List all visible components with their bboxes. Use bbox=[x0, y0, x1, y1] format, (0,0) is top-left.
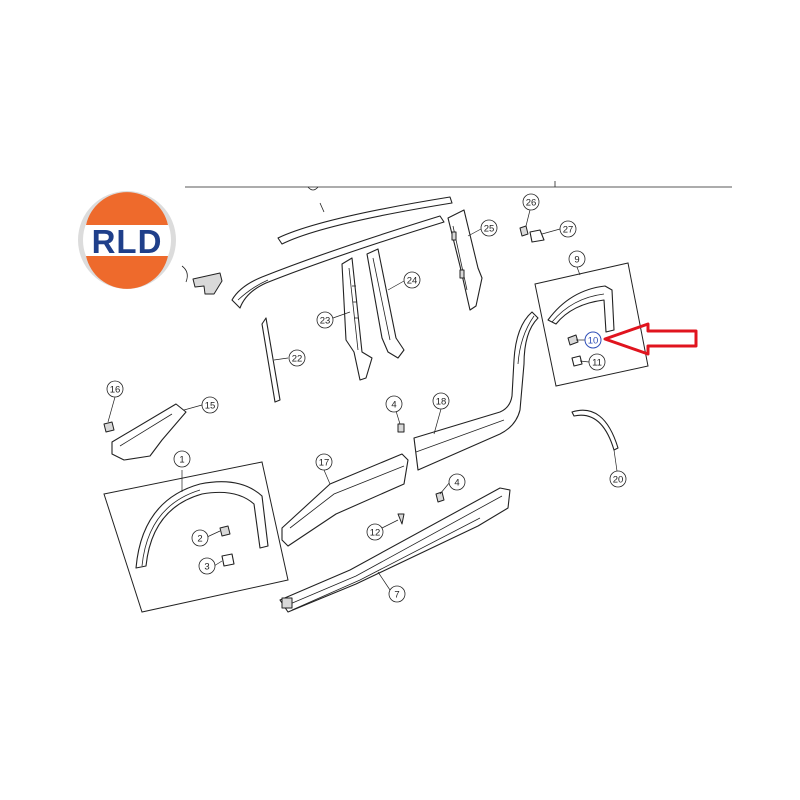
svg-text:4: 4 bbox=[391, 400, 396, 411]
logo-top-orange bbox=[86, 192, 168, 225]
logo-text: RLD bbox=[92, 223, 163, 260]
part-3-clip bbox=[221, 553, 235, 567]
callout-c23: 23 bbox=[316, 311, 334, 329]
partial-clip bbox=[181, 265, 188, 283]
callout-c12: 12 bbox=[366, 523, 384, 541]
svg-text:4: 4 bbox=[454, 478, 459, 489]
callout-c3: 3 bbox=[198, 557, 216, 575]
callout-c25: 25 bbox=[480, 219, 498, 237]
svg-text:10: 10 bbox=[588, 336, 599, 347]
part-7-rocker bbox=[279, 487, 511, 613]
svg-text:9: 9 bbox=[574, 255, 579, 266]
svg-text:2: 2 bbox=[197, 534, 202, 545]
svg-text:18: 18 bbox=[436, 397, 447, 408]
svg-text:12: 12 bbox=[370, 528, 381, 539]
part-4-clip-upper bbox=[397, 423, 405, 433]
leader-lines bbox=[107, 209, 618, 591]
rear-wheel-flare bbox=[547, 285, 615, 333]
svg-text:26: 26 bbox=[526, 198, 537, 209]
part-10-nut bbox=[567, 334, 579, 346]
callout-c11: 11 bbox=[588, 353, 606, 371]
callout-c2: 2 bbox=[191, 529, 209, 547]
highlight-arrow bbox=[603, 322, 698, 356]
callout-c10: 10 bbox=[584, 331, 602, 349]
part-11-clip bbox=[571, 355, 583, 367]
callout-c20: 20 bbox=[609, 470, 627, 488]
part-16-clip bbox=[103, 421, 115, 433]
part-22-strip bbox=[261, 317, 281, 403]
callout-c22: 22 bbox=[288, 349, 306, 367]
part-9-box bbox=[534, 262, 649, 387]
svg-text:22: 22 bbox=[292, 354, 303, 365]
svg-text:16: 16 bbox=[110, 385, 121, 396]
svg-text:20: 20 bbox=[613, 475, 624, 486]
callout-c18: 18 bbox=[432, 392, 450, 410]
callout-c24: 24 bbox=[403, 271, 421, 289]
part-23-applique bbox=[341, 257, 373, 381]
part-25-applique bbox=[447, 209, 483, 311]
part-1-box bbox=[103, 461, 289, 613]
callout-c4a: 4 bbox=[385, 395, 403, 413]
svg-text:11: 11 bbox=[592, 358, 602, 369]
part-2-nut bbox=[219, 525, 231, 537]
svg-text:1: 1 bbox=[179, 455, 184, 466]
front-wheel-flare bbox=[135, 481, 269, 569]
callout-c27: 27 bbox=[559, 220, 577, 238]
part-20-strip bbox=[571, 409, 619, 451]
svg-text:24: 24 bbox=[407, 276, 418, 287]
part-27-clip bbox=[529, 229, 545, 243]
part-17-moulding bbox=[281, 453, 409, 547]
svg-text:3: 3 bbox=[204, 562, 209, 573]
part-4-clip-lower bbox=[435, 491, 445, 503]
roof-drip-moulding-upper bbox=[277, 196, 453, 245]
callout-c17: 17 bbox=[315, 453, 333, 471]
svg-text:17: 17 bbox=[319, 458, 330, 469]
svg-text:25: 25 bbox=[484, 224, 495, 235]
svg-text:23: 23 bbox=[320, 316, 331, 327]
callout-c15: 15 bbox=[201, 396, 219, 414]
part-24-applique bbox=[366, 248, 405, 359]
svg-text:7: 7 bbox=[394, 590, 399, 601]
rld-logo: RLD bbox=[78, 191, 176, 289]
roof-rail-moulding bbox=[231, 215, 445, 309]
callout-c7: 7 bbox=[388, 585, 406, 603]
svg-text:15: 15 bbox=[205, 401, 216, 412]
part-18-moulding bbox=[413, 311, 539, 471]
part-12-screw bbox=[397, 513, 405, 525]
part-26-screw bbox=[519, 225, 529, 237]
roof-reference-clip bbox=[307, 186, 319, 191]
end-cap-left bbox=[192, 272, 223, 295]
callout-c9: 9 bbox=[568, 250, 586, 268]
svg-text:27: 27 bbox=[563, 225, 574, 236]
callout-c26: 26 bbox=[522, 193, 540, 211]
callout-c1: 1 bbox=[173, 450, 191, 468]
logo-bottom-orange bbox=[86, 256, 168, 289]
part-15-bracket bbox=[111, 403, 187, 461]
callout-c4b: 4 bbox=[448, 473, 466, 491]
callout-c16: 16 bbox=[106, 380, 124, 398]
